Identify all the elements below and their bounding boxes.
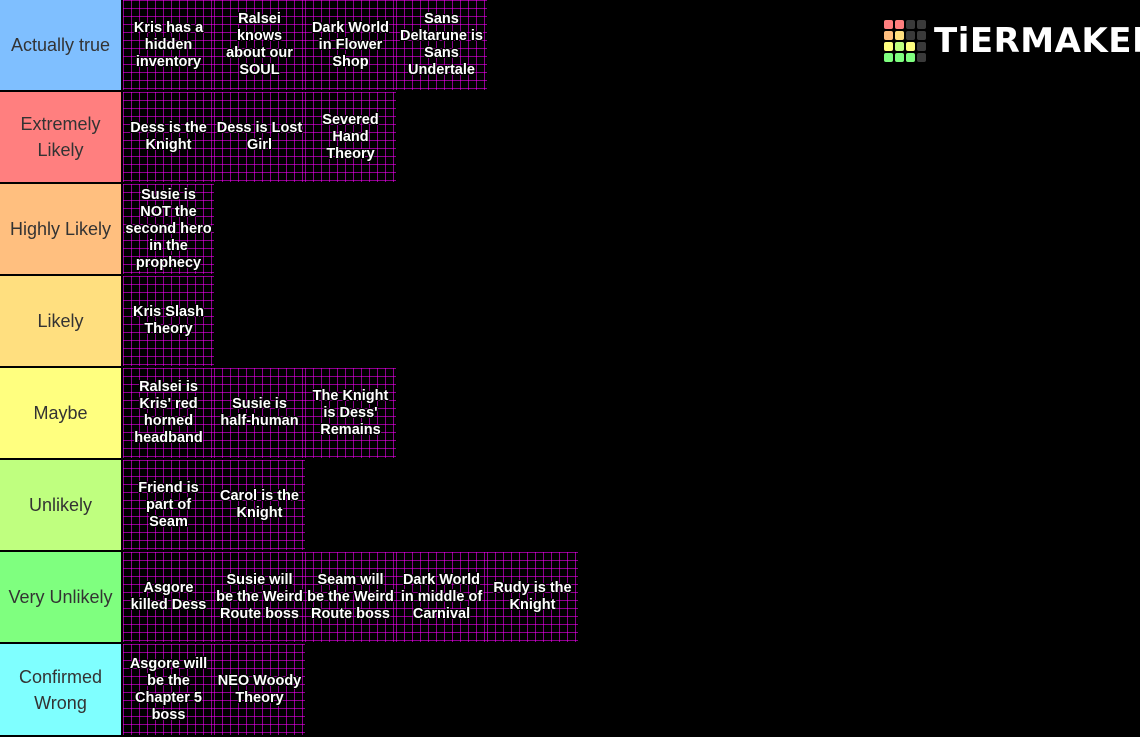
tier-item-text: Asgore killed Dess <box>130 580 207 613</box>
tier-item-text: Dark World in middle of Carnival <box>400 571 483 622</box>
logo-cell <box>917 20 926 29</box>
tier-item-text: Susie is half-human <box>220 396 299 429</box>
tier-item-tile[interactable]: Friend is part of Seam <box>123 460 214 550</box>
tier-row: Likely Kris Slash Theory <box>0 276 1140 368</box>
tier-items: Kris has a hidden inventory Ralsei knows … <box>123 0 487 90</box>
tier-row: Unlikely Friend is part of Seam Carol is t… <box>0 460 1140 552</box>
tier-item-text: Susie will be the Weird Route boss <box>216 571 303 622</box>
logo-cell <box>884 53 893 62</box>
tier-label[interactable]: Confirmed Wrong <box>0 644 123 735</box>
tier-label[interactable]: Unlikely <box>0 460 123 550</box>
tier-items: Asgore will be the Chapter 5 boss NEO Woo… <box>123 644 305 735</box>
tier-label[interactable]: Maybe <box>0 368 123 458</box>
tier-item-text: Rudy is the Knight <box>493 580 572 613</box>
tier-item-text: Susie is NOT the second hero in the prop… <box>125 186 212 271</box>
tier-item-tile[interactable]: Susie is NOT the second hero in the prop… <box>123 184 214 274</box>
logo-cell <box>906 31 915 40</box>
tier-item-tile[interactable]: Ralsei is Kris' red horned headband <box>123 368 214 458</box>
tier-item-text: Seam will be the Weird Route boss <box>307 571 394 622</box>
tier-item-tile[interactable]: Asgore will be the Chapter 5 boss <box>123 644 214 735</box>
logo-cell <box>895 42 904 51</box>
logo-cell <box>884 31 893 40</box>
tiermaker-logo-text: TiERMAKER <box>934 21 1140 61</box>
tier-item-tile[interactable]: Sans Deltarune is Sans Undertale <box>396 0 487 90</box>
logo-cell <box>895 20 904 29</box>
logo-cell <box>906 20 915 29</box>
tier-item-text: Sans Deltarune is Sans Undertale <box>400 11 483 78</box>
tier-label[interactable]: Very Unlikely <box>0 552 123 642</box>
tiermaker-logo-icon <box>884 20 926 62</box>
tier-item-tile[interactable]: Dark World in Flower Shop <box>305 0 396 90</box>
tier-items: Asgore killed Dess Susie will be the Weir… <box>123 552 578 642</box>
tier-item-tile[interactable]: Kris Slash Theory <box>123 276 214 366</box>
tier-item-tile[interactable]: Severed Hand Theory <box>305 92 396 182</box>
tier-item-text: Friend is part of Seam <box>138 479 199 530</box>
tier-item-text: Asgore will be the Chapter 5 boss <box>129 655 208 723</box>
tier-item-tile[interactable]: Seam will be the Weird Route boss <box>305 552 396 642</box>
tier-item-tile[interactable]: Rudy is the Knight <box>487 552 578 642</box>
tier-item-tile[interactable]: Dark World in middle of Carnival <box>396 552 487 642</box>
tier-items: Friend is part of Seam Carol is the Knigh… <box>123 460 305 550</box>
logo-cell <box>895 53 904 62</box>
logo-cell <box>906 53 915 62</box>
logo-cell <box>917 42 926 51</box>
tier-item-text: Dess is the Knight <box>130 120 207 153</box>
tier-item-text: Kris has a hidden inventory <box>133 19 204 70</box>
tier-item-text: Severed Hand Theory <box>322 111 379 162</box>
logo-cell <box>917 31 926 40</box>
logo-cell <box>906 42 915 51</box>
tier-item-text: Dark World in Flower Shop <box>311 19 390 70</box>
logo-cell <box>895 31 904 40</box>
tier-item-tile[interactable]: Dess is the Knight <box>123 92 214 182</box>
tier-item-tile[interactable]: Carol is the Knight <box>214 460 305 550</box>
tier-item-text: Dess is Lost Girl <box>216 120 303 153</box>
logo-cell <box>884 20 893 29</box>
tier-item-text: Kris Slash Theory <box>133 304 204 337</box>
tier-item-tile[interactable]: Kris has a hidden inventory <box>123 0 214 90</box>
tier-item-tile[interactable]: NEO Woody Theory <box>214 644 305 735</box>
tier-items: Dess is the Knight Dess is Lost Girl Sever… <box>123 92 396 182</box>
tier-item-text: NEO Woody Theory <box>217 672 302 706</box>
tier-item-tile[interactable]: Asgore killed Dess <box>123 552 214 642</box>
tier-item-text: The Knight is Dess' Remains <box>312 387 389 438</box>
tier-item-tile[interactable]: Susie will be the Weird Route boss <box>214 552 305 642</box>
logo-cell <box>917 53 926 62</box>
tier-item-tile[interactable]: Susie is half-human <box>214 368 305 458</box>
tier-items: Kris Slash Theory <box>123 276 214 366</box>
tier-item-text: Ralsei is Kris' red horned headband <box>134 379 203 446</box>
tier-items: Susie is NOT the second hero in the prop… <box>123 184 214 274</box>
tier-items: Ralsei is Kris' red horned headband Susie… <box>123 368 396 458</box>
tier-label[interactable]: Highly Likely <box>0 184 123 274</box>
logo-cell <box>884 42 893 51</box>
tier-item-tile[interactable]: Dess is Lost Girl <box>214 92 305 182</box>
tier-label[interactable]: Likely <box>0 276 123 366</box>
tier-item-text: Ralsei knows about our SOUL <box>226 11 293 78</box>
tier-item-tile[interactable]: The Knight is Dess' Remains <box>305 368 396 458</box>
tier-item-tile[interactable]: Ralsei knows about our SOUL <box>214 0 305 90</box>
tiermaker-logo: TiERMAKER <box>884 20 1140 62</box>
tier-label[interactable]: Actually true <box>0 0 123 90</box>
tier-label[interactable]: Extremely Likely <box>0 92 123 182</box>
tier-item-text: Carol is the Knight <box>220 488 299 521</box>
